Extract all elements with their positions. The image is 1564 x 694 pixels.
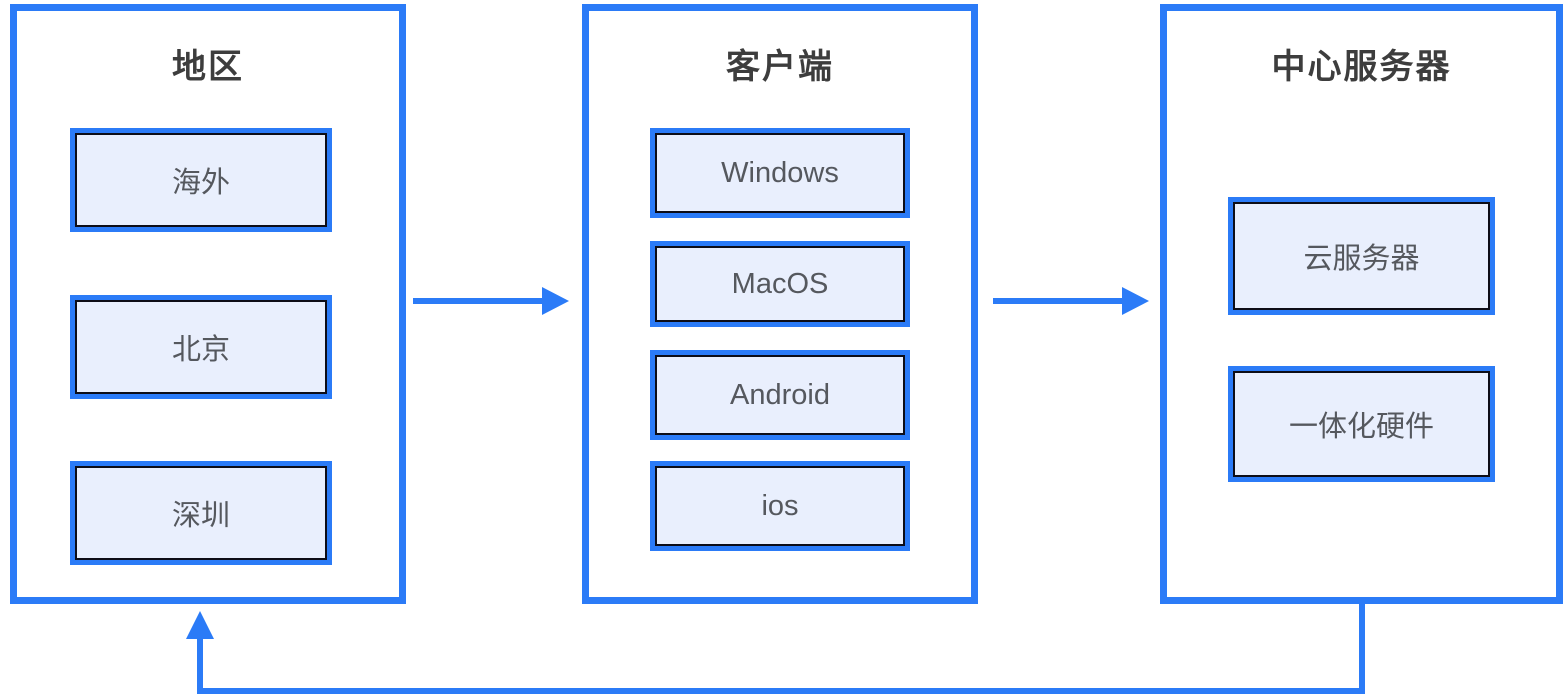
client-group-box: 客户端 Windows MacOS Android ios bbox=[582, 4, 978, 604]
feedback-loop-bottom-segment bbox=[197, 688, 1365, 694]
feedback-loop-up-segment bbox=[197, 638, 203, 690]
feedback-loop-down-segment bbox=[1359, 604, 1365, 690]
node-shenzhen: 深圳 bbox=[75, 466, 327, 560]
node-windows-label: Windows bbox=[721, 156, 839, 189]
node-cloud-server: 云服务器 bbox=[1233, 202, 1490, 310]
server-group-box: 中心服务器 云服务器 一体化硬件 bbox=[1160, 4, 1563, 604]
node-android-label: Android bbox=[730, 378, 830, 411]
client-group-title: 客户端 bbox=[726, 48, 834, 86]
node-shenzhen-label: 深圳 bbox=[171, 500, 230, 532]
arrow-region-to-client-shaft bbox=[413, 298, 544, 304]
server-group-title: 中心服务器 bbox=[1271, 48, 1452, 86]
node-integrated-hardware: 一体化硬件 bbox=[1233, 371, 1490, 477]
node-macos-label: MacOS bbox=[731, 267, 829, 300]
node-android: Android bbox=[655, 355, 905, 435]
arrow-client-to-server-head-icon bbox=[1122, 287, 1149, 315]
node-beijing-label: 北京 bbox=[171, 334, 230, 366]
feedback-loop-arrow-head-icon bbox=[186, 611, 214, 639]
region-group-title: 地区 bbox=[172, 48, 244, 86]
node-macos: MacOS bbox=[655, 246, 905, 322]
node-integrated-hardware-label: 一体化硬件 bbox=[1288, 411, 1434, 443]
arrow-region-to-client-head-icon bbox=[542, 287, 569, 315]
arrow-client-to-server-shaft bbox=[993, 298, 1124, 304]
region-group-box: 地区 海外 北京 深圳 bbox=[10, 4, 406, 604]
node-cloud-server-label: 云服务器 bbox=[1303, 243, 1420, 275]
node-windows: Windows bbox=[655, 133, 905, 213]
node-overseas-label: 海外 bbox=[171, 167, 230, 199]
node-overseas: 海外 bbox=[75, 133, 327, 227]
node-ios: ios bbox=[655, 466, 905, 546]
node-ios-label: ios bbox=[761, 489, 799, 522]
node-beijing: 北京 bbox=[75, 300, 327, 394]
